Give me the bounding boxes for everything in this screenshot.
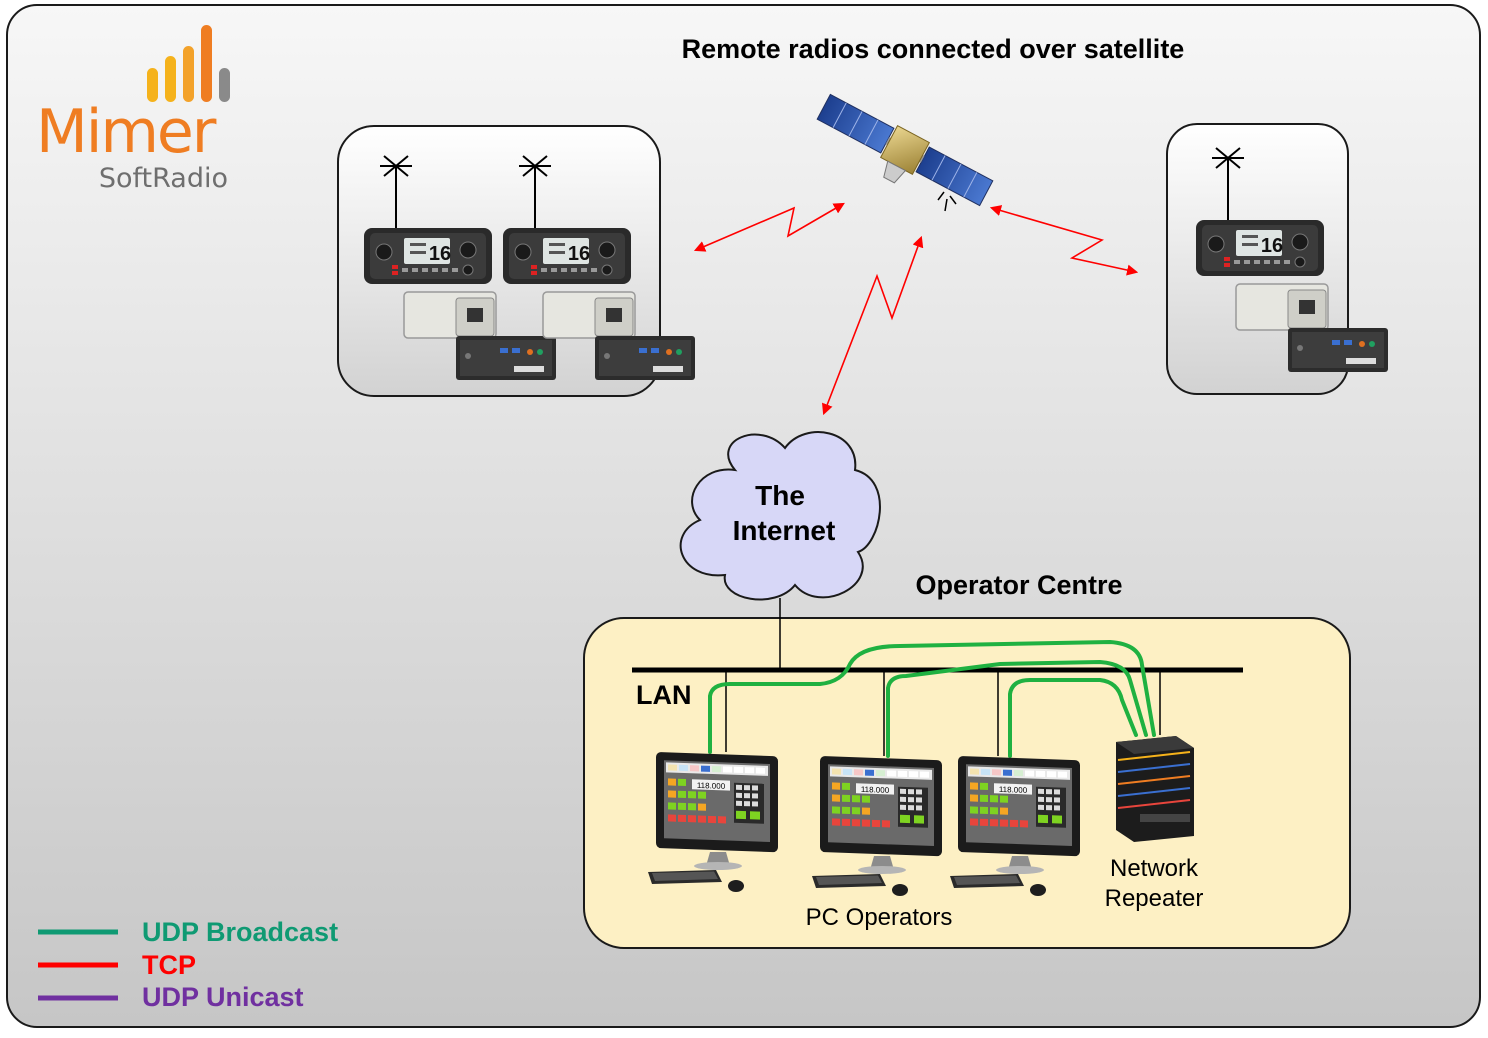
diagram-title: Remote radios connected over satellite [682,34,1185,64]
link-internet-satellite [822,235,924,416]
satellite-icon [816,93,994,207]
legend-udp-unicast: UDP Unicast [142,982,304,1012]
operator-centre-title: Operator Centre [915,570,1122,600]
repeater-label-1: Network [1110,855,1199,882]
logo-subname: SoftRadio [99,163,228,194]
pc-operators-label: PC Operators [806,904,953,931]
lan-label: LAN [636,680,692,710]
legend: UDP Broadcast TCP UDP Unicast [38,917,338,1012]
mimer-logo: Mimer SoftRadio [36,25,230,194]
legend-udp-broadcast: UDP Broadcast [142,917,338,947]
link-right-satellite [989,205,1139,276]
link-left-satellite [693,202,845,252]
repeater-label-2: Repeater [1105,885,1204,912]
udp-broadcast-paths [708,639,1156,758]
network-repeater-icon [1116,736,1194,842]
logo-name: Mimer [36,97,217,167]
internet-cloud [679,431,881,601]
signal-icon [937,191,957,212]
legend-tcp: TCP [142,950,196,980]
cloud-line-1: The [755,480,805,511]
cloud-line-2: Internet [733,515,836,546]
